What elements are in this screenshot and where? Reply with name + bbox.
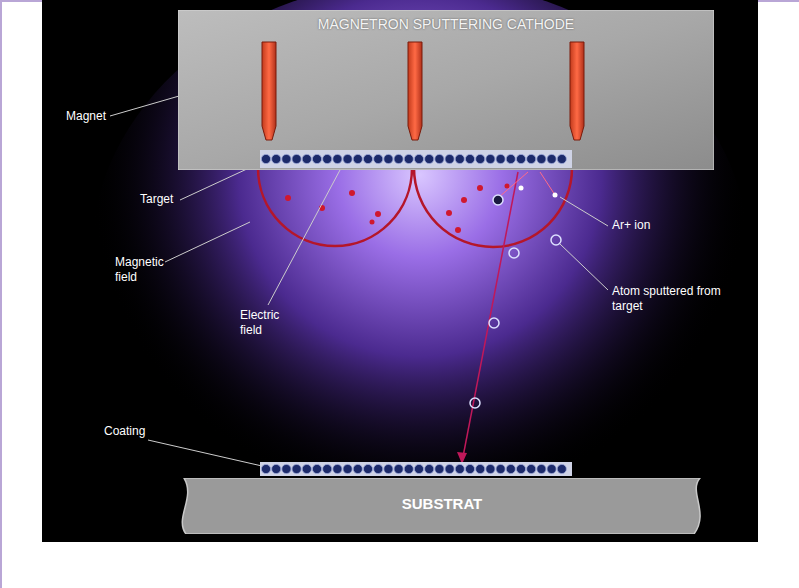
magnetic-field-label: Magnetic field <box>115 255 171 285</box>
coating-label: Coating <box>104 424 164 439</box>
sputtered-atom-label: Atom sputtered from target <box>612 284 722 314</box>
substrate-label: SUBSTRAT <box>176 478 708 512</box>
target-label: Target <box>140 192 190 207</box>
electric-field-label: Electric field <box>240 308 296 338</box>
cathode-title: MAGNETRON SPUTTERING CATHODE <box>178 10 714 32</box>
substrate-block: SUBSTRAT <box>176 478 708 534</box>
magnet-label: Magnet <box>66 109 126 124</box>
block-shape <box>178 10 714 170</box>
cathode-block: MAGNETRON SPUTTERING CATHODE <box>178 10 714 170</box>
ar-ion-label: Ar+ ion <box>612 218 682 233</box>
